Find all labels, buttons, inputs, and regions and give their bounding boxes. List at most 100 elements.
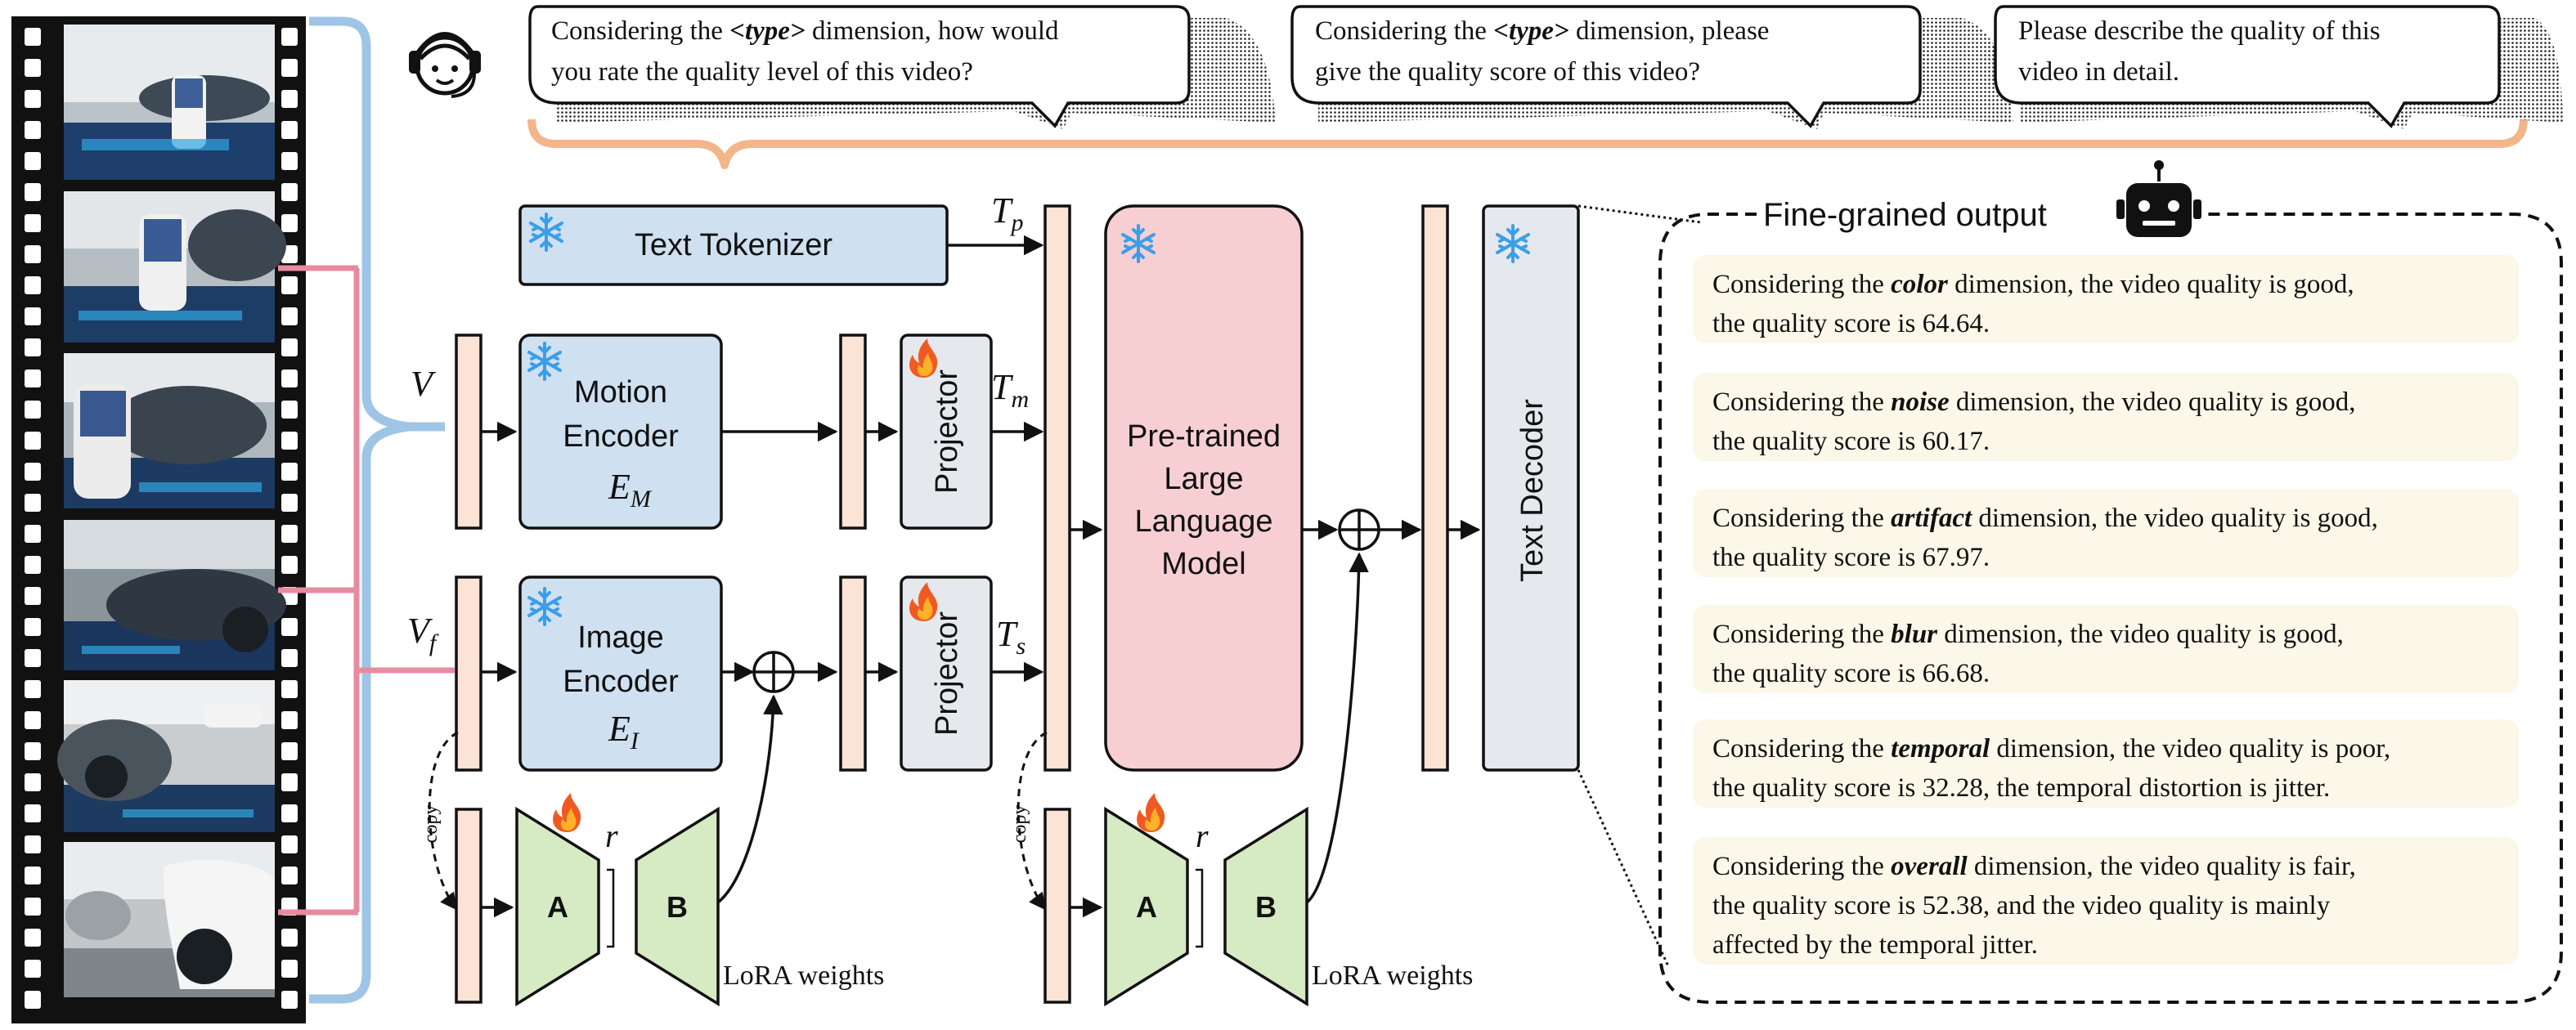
image-projector-block: Projector [900, 575, 993, 772]
output-item-dimension: noise [1891, 387, 1950, 417]
svg-text:A: A [1136, 890, 1157, 924]
output-item-dimension: temporal [1891, 734, 1990, 764]
output-item-post: dimension, the video quality is good, [1948, 270, 2354, 299]
prompt-brace-orange [527, 119, 2528, 169]
sprocket-hole [281, 711, 298, 729]
output-item-pre: Considering the [1712, 734, 1891, 764]
image-encoder-block: Image Encoder EI [518, 575, 723, 772]
sprocket-hole [25, 307, 41, 325]
output-item-text: Considering the color dimension, the vid… [1712, 270, 2354, 338]
output-item-post: dimension, the video quality is good, [1937, 620, 2344, 649]
image-encoder-line2: Encoder [563, 665, 679, 699]
sprocket-hole [25, 214, 41, 232]
output-item-text: Considering the overall dimension, the v… [1712, 852, 2356, 960]
output-item-card [1693, 255, 2519, 343]
motion-encoder-block: Motion Encoder EM [518, 334, 723, 530]
sprocket-hole [25, 898, 41, 916]
text-decoder-label: Text Decoder [1515, 399, 1550, 582]
video-feature-bar [455, 334, 482, 530]
headset-user-icon [409, 32, 481, 98]
sprocket-hole [25, 152, 41, 170]
copy-label-1: copy [420, 805, 442, 844]
sprocket-hole [281, 59, 298, 77]
output-item-pre: Considering the [1712, 270, 1891, 299]
circle-plus-icon [752, 651, 795, 693]
sprocket-hole [281, 338, 298, 356]
output-item: Considering the temporal dimension, the … [1693, 719, 2519, 808]
text-decoder-block: Text Decoder [1482, 204, 1580, 772]
sprocket-hole [25, 525, 41, 543]
output-item-text: Considering the noise dimension, the vid… [1712, 387, 2355, 456]
output-item-line: the quality score is 60.17. [1712, 427, 1990, 456]
sprocket-hole [281, 276, 298, 294]
output-item-text: Considering the artifact dimension, the … [1712, 504, 2378, 572]
output-item-post: dimension, the video quality is good, [1950, 387, 2356, 417]
fire-icon [1137, 793, 1165, 832]
output-item-text: Considering the temporal dimension, the … [1712, 734, 2390, 803]
sprocket-hole [281, 28, 298, 46]
sprocket-hole [25, 804, 41, 822]
sprocket-hole [25, 742, 41, 760]
svg-text:Considering the <type> dimensi: Considering the <type> dimension, please… [1315, 16, 1776, 87]
sprocket-hole [25, 556, 41, 574]
tm-symbol: Tm [991, 367, 1029, 413]
prompt-bubble-1: Considering the <type> dimension, how wo… [528, 5, 1276, 129]
output-item: Considering the overall dimension, the v… [1693, 837, 2519, 965]
output-item: Considering the blur dimension, the vide… [1693, 605, 2519, 693]
lora-b-block-1: B [635, 806, 720, 1007]
sprocket-hole [25, 401, 41, 419]
svg-text:B: B [666, 890, 688, 924]
sprocket-hole [25, 494, 41, 512]
output-item-line: affected by the temporal jitter. [1712, 930, 2038, 960]
prompt-1-post: dimension, how would [806, 16, 1059, 46]
motion-feature-bar [839, 334, 867, 530]
svg-text:Please describe the quality of: Please describe the quality of this vide… [2018, 16, 2387, 87]
lora-label-2: LoRA weights [1312, 961, 1473, 991]
sprocket-hole [25, 90, 41, 108]
frame-feature-bar [455, 575, 482, 772]
motion-encoder-line1: Motion [574, 375, 667, 410]
output-item-line: the quality score is 66.68. [1712, 659, 1990, 688]
output-item-line: the quality score is 32.28, the temporal… [1712, 773, 2330, 803]
sprocket-hole [25, 773, 41, 791]
output-item: Considering the color dimension, the vid… [1693, 255, 2519, 343]
sprocket-hole [25, 587, 41, 605]
prompt-3-line2: video in detail. [2018, 57, 2179, 87]
video-frame-6 [64, 842, 275, 997]
lora-feature-bar-2 [1043, 808, 1071, 1004]
image-feature-bar [839, 575, 867, 772]
output-item-pre: Considering the [1712, 620, 1891, 649]
rank-symbol-1: r [605, 817, 618, 854]
sprocket-hole [25, 649, 41, 667]
output-item: Considering the noise dimension, the vid… [1693, 373, 2519, 461]
sprocket-hole [281, 835, 298, 853]
video-film-strip [11, 16, 306, 1023]
sprocket-hole [25, 28, 41, 46]
svg-text:Pre-trained: Pre-trained [1127, 419, 1281, 454]
svg-text:Considering the <type> dimensi: Considering the <type> dimension, how wo… [551, 16, 1066, 87]
prompt-bubble-3: Please describe the quality of this vide… [1994, 5, 2563, 129]
sprocket-hole [281, 773, 298, 791]
sprocket-hole [25, 276, 41, 294]
copy-label-2: copy [1009, 805, 1030, 844]
output-item-line: the quality score is 64.64. [1712, 309, 1990, 338]
image-encoder-symbol: EI [608, 709, 640, 755]
prompt-1-pre: Considering the [551, 16, 729, 46]
ts-symbol: Ts [996, 614, 1025, 660]
output-item-pre: Considering the [1712, 387, 1891, 417]
sprocket-hole [25, 121, 41, 139]
output-item-pre: Considering the [1712, 852, 1891, 881]
llm-block: Pre-trained Large Language Model [1104, 204, 1304, 772]
svg-text:Language: Language [1134, 504, 1272, 539]
prompt-1-type: <type> [729, 16, 806, 46]
output-item-dimension: color [1891, 270, 1949, 299]
output-item-card [1693, 837, 2519, 965]
sprocket-hole [281, 867, 298, 884]
sprocket-hole [281, 649, 298, 667]
sprocket-hole [25, 245, 41, 263]
svg-text:Model: Model [1161, 547, 1246, 581]
sprocket-hole [281, 307, 298, 325]
prompt-1-line2: you rate the quality level of this video… [551, 57, 973, 87]
sprocket-hole [281, 804, 298, 822]
